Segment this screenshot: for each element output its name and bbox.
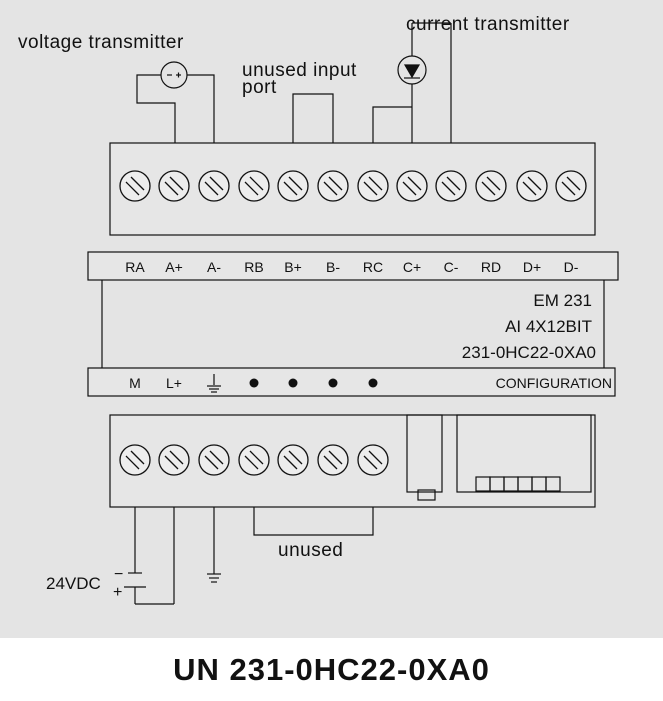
terminal-screw	[119, 444, 151, 476]
terminal-screw	[516, 170, 548, 202]
module-name: EM 231	[533, 291, 592, 310]
top-terminal-label: C-	[444, 259, 459, 275]
terminal-screw	[555, 170, 587, 202]
terminal-screw	[158, 444, 190, 476]
terminal-screw	[396, 170, 428, 202]
top-terminal-label: A-	[207, 259, 221, 275]
terminal-label-l-plus: L+	[166, 375, 182, 391]
unused-input-jumper	[292, 93, 334, 143]
terminal-dot	[328, 378, 338, 388]
voltage-transmitter-symbol	[160, 61, 188, 89]
top-terminal-label: A+	[165, 259, 183, 275]
config-switch-housing	[406, 414, 443, 493]
top-terminal-label: D-	[564, 259, 579, 275]
top-terminal-label: RC	[363, 259, 383, 275]
battery-plus: +	[113, 584, 122, 601]
terminal-screw	[198, 444, 230, 476]
terminal-screw	[475, 170, 507, 202]
terminal-screw	[317, 170, 349, 202]
current-transmitter-label: current transmitter	[406, 14, 570, 35]
top-terminal-label: B-	[326, 259, 340, 275]
unused-input-label-port: port	[242, 77, 277, 98]
top-terminal-label: D+	[523, 259, 541, 275]
battery-minus: −	[114, 566, 123, 583]
module-part: 231-0HC22-0XA0	[462, 343, 596, 362]
terminal-screw	[238, 444, 270, 476]
unused-bottom-wire	[253, 507, 374, 536]
caption: UN 231-0HC22-0XA0	[173, 652, 490, 687]
top-label-strip	[87, 251, 619, 281]
config-switch-tab	[417, 489, 436, 501]
terminal-screw	[357, 444, 389, 476]
diagram-panel: RA A+ A- RB B+ B- RC C+ C- RD D+ D- voltage transmi…	[0, 0, 663, 638]
dip-switches	[475, 476, 561, 492]
terminal-screw	[277, 170, 309, 202]
terminal-screw	[238, 170, 270, 202]
top-terminal-label: RD	[481, 259, 501, 275]
configuration-label: CONFIGURATION	[496, 375, 612, 391]
module-type: AI 4X12BIT	[505, 317, 592, 336]
voltage-transmitter-label: voltage transmitter	[18, 32, 184, 53]
terminal-dot	[288, 378, 298, 388]
unused-input-label: unused input	[242, 60, 357, 81]
config-dip-area	[456, 414, 592, 493]
top-terminal-block	[109, 142, 596, 236]
unused-label: unused	[278, 540, 343, 561]
top-terminal-label: RA	[125, 259, 145, 275]
terminal-screw	[357, 170, 389, 202]
terminal-screw	[435, 170, 467, 202]
terminal-screw	[277, 444, 309, 476]
supply-label: 24VDC	[46, 574, 101, 593]
bottom-label-strip	[87, 367, 616, 397]
terminal-screw	[198, 170, 230, 202]
top-terminal-label: B+	[284, 259, 302, 275]
wiring-diagram: RA A+ A- RB B+ B- RC C+ C- RD D+ D- voltage transmi…	[18, 14, 619, 605]
top-terminal-label: RB	[244, 259, 263, 275]
terminal-dot	[368, 378, 378, 388]
terminal-screw	[119, 170, 151, 202]
top-terminal-label: C+	[403, 259, 421, 275]
terminal-dot	[249, 378, 259, 388]
terminal-label-m: M	[129, 375, 141, 391]
terminal-screw	[158, 170, 190, 202]
terminal-screw	[317, 444, 349, 476]
